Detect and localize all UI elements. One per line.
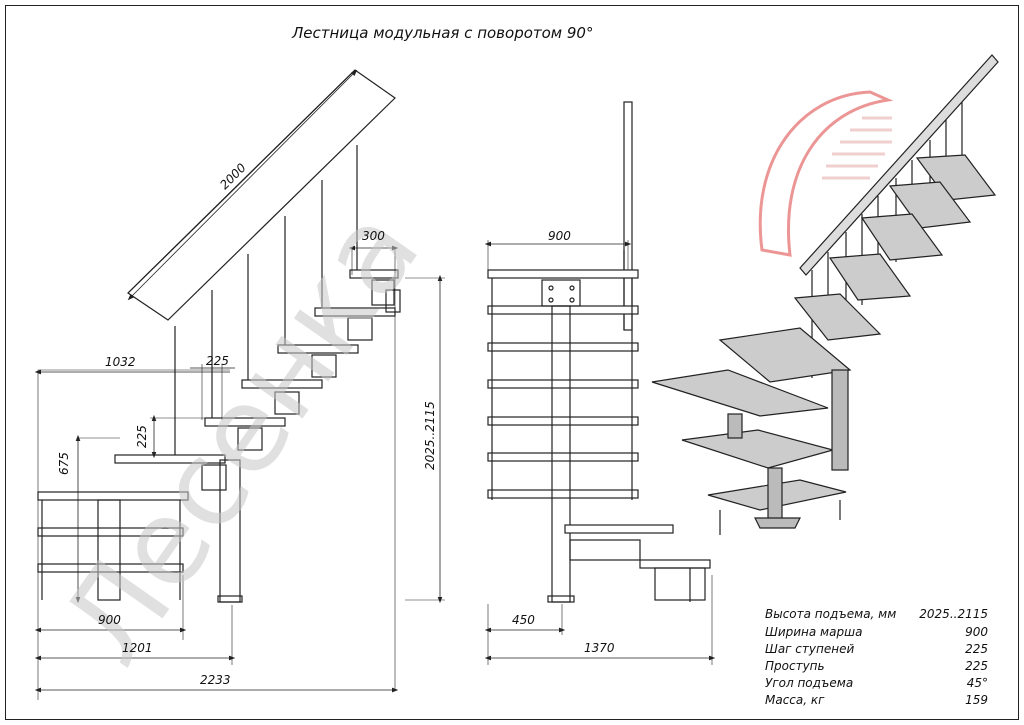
spec-label: Ширина марша: [765, 625, 862, 639]
spec-label: Шаг ступеней: [765, 642, 854, 656]
dim-total-height: 2025..2115: [423, 401, 437, 470]
spec-label: Высота подъема, мм: [765, 607, 896, 621]
front-elevation-view: [484, 101, 716, 665]
spec-value: 900: [965, 625, 988, 639]
dim-front-width: 900: [548, 229, 571, 243]
dim-top-step: 300: [362, 229, 385, 243]
dim-step-pitch: 225: [206, 354, 229, 368]
dim-bottom-2233: 2233: [200, 673, 231, 687]
dim-landing-width: 1032: [105, 355, 136, 369]
specs-table: Высота подъема, мм 2025..2115 Ширина мар…: [765, 607, 988, 707]
spec-value: 2025..2115: [919, 607, 988, 621]
dim-bottom-1201: 1201: [122, 641, 153, 655]
spec-label: Угол подъема: [765, 676, 853, 690]
spec-value: 225: [965, 659, 988, 673]
spec-value: 45°: [967, 676, 988, 690]
dim-lower-height: 675: [57, 452, 71, 475]
spec-label: Проступь: [765, 659, 825, 673]
watermark-text: Лесенка: [35, 183, 446, 688]
dim-rise-pitch: 225: [135, 425, 149, 448]
spec-value: 159: [965, 693, 988, 707]
left-elevation-view: [34, 69, 445, 700]
drawing-frame: [5, 5, 1019, 720]
spec-value: 225: [965, 642, 988, 656]
logo-mark: [758, 90, 894, 257]
spec-label: Масса, кг: [765, 693, 825, 707]
dim-side-length: 1370: [584, 641, 615, 655]
dim-side-offset: 450: [512, 613, 535, 627]
dim-bottom-900: 900: [98, 613, 121, 627]
isometric-view: [651, 54, 999, 535]
drawing-title: Лестница модульная с поворотом 90°: [291, 24, 593, 42]
